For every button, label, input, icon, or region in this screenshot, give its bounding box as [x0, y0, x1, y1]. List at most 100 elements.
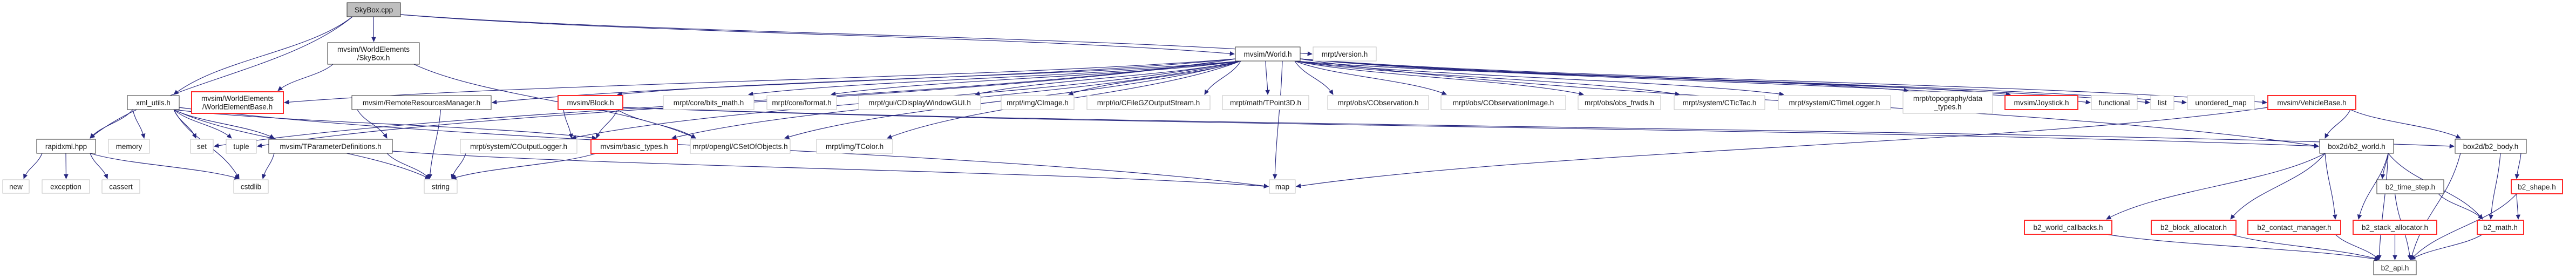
graph-node-functional[interactable]: functional: [2091, 95, 2138, 110]
node-box: [2477, 220, 2524, 235]
graph-edge-block_h--csetofobjects: [617, 109, 696, 139]
graph-edge-b2_math--b2_api: [2410, 234, 2483, 260]
graph-node-cobsimage[interactable]: mrpt/obs/CObservationImage.h: [1440, 95, 1566, 110]
graph-edge-remoteres--tparamdefs: [357, 109, 388, 139]
node-label: set: [197, 143, 207, 151]
node-box: [36, 139, 96, 154]
graph-node-exception[interactable]: exception: [42, 179, 90, 194]
node-label: unordered_map: [2195, 99, 2246, 107]
node-label: mvsim/WorldElements/SkyBox.h: [337, 45, 410, 62]
graph-node-map[interactable]: map: [1269, 179, 1296, 194]
node-box: [1440, 95, 1566, 110]
graph-node-bits_math[interactable]: mrpt/core/bits_math.h: [663, 95, 755, 110]
graph-node-skybox_cpp[interactable]: SkyBox.cpp: [346, 2, 401, 17]
node-box: [327, 42, 420, 65]
graph-edge-xml_utils--rapidxml: [90, 109, 133, 139]
graph-node-b2_contact_manager[interactable]: b2_contact_manager.h: [2247, 220, 2341, 235]
node-label: mrpt/io/CFileGZOutputStream.h: [1097, 99, 1200, 107]
graph-edge-skybox_cpp--xml_utils: [173, 16, 353, 95]
graph-node-new[interactable]: new: [2, 179, 30, 194]
graph-node-cimage[interactable]: mrpt/img/CImage.h: [1001, 95, 1075, 110]
graph-node-b2_stack_allocator[interactable]: b2_stack_allocator.h: [2353, 220, 2437, 235]
graph-node-skybox_h[interactable]: mvsim/WorldElements/SkyBox.h: [327, 42, 420, 65]
graph-edge-world_h--vehiclebase: [1300, 58, 2267, 105]
node-label: b2_math.h: [2483, 223, 2518, 232]
node-label: b2_contact_manager.h: [2257, 223, 2331, 232]
graph-node-tcolor[interactable]: mrpt/img/TColor.h: [816, 139, 893, 154]
graph-edge-world_h--remoteres: [492, 58, 1236, 105]
graph-edge-rapidxml--cstdlib: [90, 153, 240, 180]
graph-node-ctictac[interactable]: mrpt/system/CTicTac.h: [1674, 95, 1765, 110]
graph-node-b2_api[interactable]: b2_api.h: [2373, 260, 2417, 275]
node-label: mrpt/obs/CObservationImage.h: [1453, 99, 1554, 107]
graph-edge-world_h--tpoint3d: [1265, 60, 1270, 95]
graph-node-cassert[interactable]: cassert: [101, 179, 140, 194]
graph-node-b2_shape[interactable]: b2_shape.h: [2511, 179, 2563, 194]
graph-node-obs_frwds[interactable]: mrpt/obs/obs_frwds.h: [1578, 95, 1661, 110]
node-box: [1235, 46, 1301, 62]
node-label: box2d/b2_world.h: [2328, 143, 2385, 151]
node-box: [663, 95, 755, 110]
graph-node-unordered_map[interactable]: unordered_map: [2187, 95, 2255, 110]
graph-node-tpoint3d[interactable]: mrpt/math/TPoint3D.h: [1222, 95, 1309, 110]
graph-edge-block_h--basic_types: [596, 109, 618, 139]
graph-node-version_h[interactable]: mrpt/version.h: [1313, 46, 1377, 62]
graph-node-tuple[interactable]: tuple: [226, 139, 257, 154]
graph-node-b2_body[interactable]: box2d/b2_body.h: [2455, 139, 2527, 154]
node-box: [2247, 220, 2341, 235]
graph-node-b2_world[interactable]: box2d/b2_world.h: [2319, 139, 2394, 154]
node-label: mrpt/core/format.h: [772, 99, 831, 107]
graph-node-set[interactable]: set: [190, 139, 214, 154]
graph-node-world_h[interactable]: mvsim/World.h: [1235, 46, 1301, 62]
node-box: [2353, 220, 2437, 235]
node-box: [2004, 95, 2078, 110]
graph-node-topography[interactable]: mrpt/topography/data_types.h: [1902, 91, 1993, 114]
graph-node-memory[interactable]: memory: [108, 139, 150, 154]
graph-edge-b2_world--b2_block_allocator: [2230, 153, 2326, 220]
graph-node-basic_types[interactable]: mvsim/basic_types.h: [590, 139, 678, 154]
node-label: mrpt/img/CImage.h: [1007, 99, 1069, 107]
node-label: mrpt/topography/data_types.h: [1913, 94, 1983, 111]
node-label: SkyBox.cpp: [355, 6, 393, 14]
graph-edge-world_h--cfilegz: [1204, 60, 1241, 95]
graph-edge-b2_shape--b2_api: [2410, 193, 2517, 260]
graph-edge-coutputlogger--string: [451, 153, 466, 179]
graph-node-string[interactable]: string: [424, 179, 458, 194]
node-label: mrpt/core/bits_math.h: [674, 99, 744, 107]
node-label: mrpt/math/TPoint3D.h: [1230, 99, 1301, 107]
graph-node-b2_math[interactable]: b2_math.h: [2477, 220, 2524, 235]
graph-node-coutputlogger[interactable]: mrpt/system/COutputLogger.h: [460, 139, 577, 154]
graph-node-b2_time_step[interactable]: b2_time_step.h: [2376, 179, 2444, 194]
graph-node-list[interactable]: list: [2150, 95, 2174, 110]
graph-node-tparamdefs[interactable]: mvsim/TParameterDefinitions.h: [268, 139, 393, 154]
node-box: [2455, 139, 2527, 154]
graph-node-ctimelogger[interactable]: mrpt/system/CTimeLogger.h: [1778, 95, 1891, 110]
node-label: exception: [50, 182, 81, 191]
graph-edge-rapidxml--cassert: [90, 153, 108, 179]
graph-node-b2_block_allocator[interactable]: b2_block_allocator.h: [2151, 220, 2237, 235]
graph-edge-vehiclebase--map: [1296, 107, 2268, 188]
graph-node-b2_world_callbacks[interactable]: b2_world_callbacks.h: [2024, 220, 2112, 235]
graph-node-cstdlib[interactable]: cstdlib: [233, 179, 269, 194]
graph-node-vehiclebase[interactable]: mvsim/VehicleBase.h: [2267, 95, 2356, 110]
graph-node-csetofobjects[interactable]: mrpt/opengl/CSetOfObjects.h: [690, 139, 791, 154]
graph-edge-tparamdefs--cstdlib: [261, 153, 275, 179]
graph-node-block_h[interactable]: mvsim/Block.h: [558, 95, 623, 110]
node-label: box2d/b2_body.h: [2463, 143, 2519, 151]
graph-node-xml_utils[interactable]: xml_utils.h: [127, 95, 180, 110]
graph-node-cobservation[interactable]: mrpt/obs/CObservation.h: [1327, 95, 1429, 110]
graph-node-format_h[interactable]: mrpt/core/format.h: [766, 95, 837, 110]
graph-node-rapidxml[interactable]: rapidxml.hpp: [36, 139, 96, 154]
graph-edge-b2_body--b2_api: [2409, 153, 2461, 260]
graph-node-cfilegz[interactable]: mrpt/io/CFileGZOutputStream.h: [1086, 95, 1211, 110]
node-label: map: [1275, 182, 1289, 191]
node-label: mrpt/img/TColor.h: [826, 143, 883, 151]
graph-edge-skybox_h--worldelementbase: [277, 64, 334, 91]
node-label: mrpt/obs/CObservation.h: [1337, 99, 1418, 107]
graph-node-joystick[interactable]: mvsim/Joystick.h: [2004, 95, 2078, 110]
graph-node-remoteres[interactable]: mvsim/RemoteResourcesManager.h: [351, 95, 492, 110]
graph-node-displaygui[interactable]: mrpt/gui/CDisplayWindowGUI.h: [858, 95, 981, 110]
node-box: [226, 139, 257, 154]
graph-node-worldelementbase[interactable]: mvsim/WorldElements/WorldElementBase.h: [191, 91, 284, 114]
